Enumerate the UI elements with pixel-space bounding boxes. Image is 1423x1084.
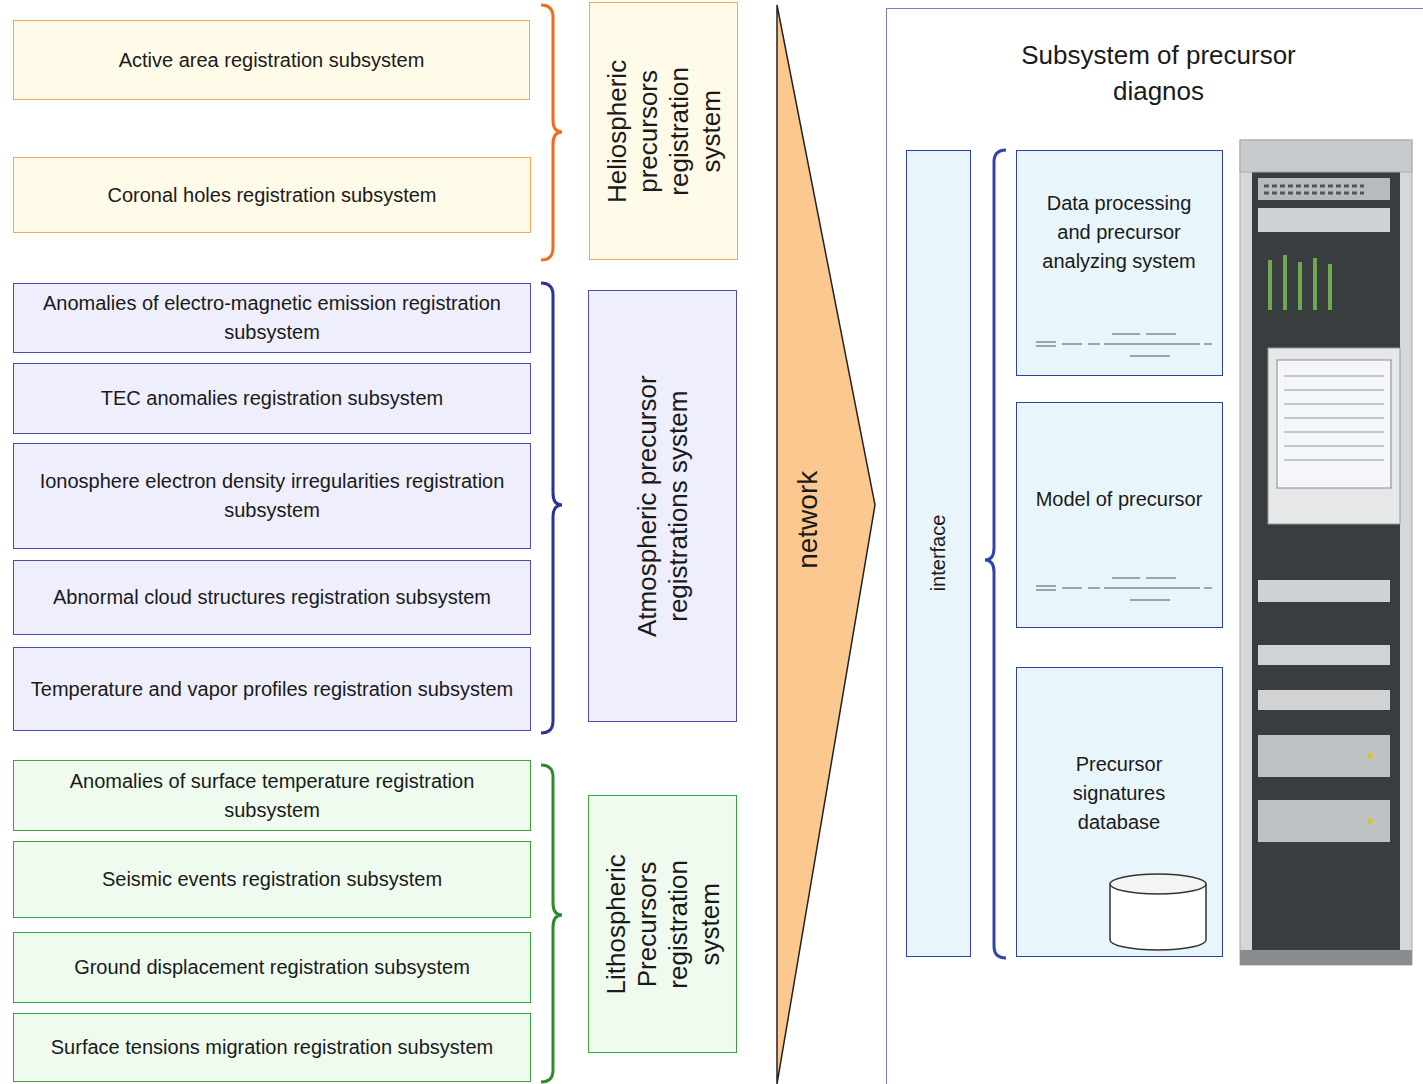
curly-bracket	[541, 765, 562, 1082]
subsystem-box: Temperature and vapor profiles registrat…	[13, 647, 531, 731]
rack-base	[1240, 950, 1412, 965]
node-label: Surface tensions migration registration …	[25, 1033, 519, 1062]
rack-interior	[1252, 172, 1400, 950]
subsystem-box: Model of precursor	[1016, 402, 1223, 628]
brackets	[541, 5, 1006, 1082]
ups-unit	[1258, 735, 1390, 777]
screen-lines	[1284, 376, 1384, 460]
system-box: Atmospheric precursor registrations syst…	[588, 290, 737, 722]
curly-bracket	[541, 5, 562, 260]
fraction-bar	[1104, 344, 1200, 345]
switch-ports	[1264, 186, 1364, 193]
subsystem-box: Ionosphere electron density irregulariti…	[13, 443, 531, 549]
fraction-bar	[1104, 588, 1200, 589]
node-label: Lithospheric Precursors registration sys…	[600, 839, 725, 1009]
subsystem-box: Data processing and precursor analyzing …	[1016, 150, 1223, 376]
formula-sketch	[1036, 334, 1212, 600]
system-box: interface	[906, 150, 971, 957]
node-label: interface	[926, 403, 950, 703]
node-label: Coronal holes registration subsystem	[25, 181, 519, 210]
database-icon	[1110, 874, 1206, 950]
system-box: Heliospheric precursors registration sys…	[589, 2, 738, 260]
server-unit	[1258, 690, 1390, 710]
node-label: Heliospheric precursors registration sys…	[601, 46, 726, 216]
subsystem-box: TEC anomalies registration subsystem	[13, 363, 531, 434]
keyboard-tray	[1258, 580, 1390, 602]
monitor-screen	[1277, 360, 1391, 488]
formula-mark	[1112, 334, 1212, 356]
network-arrow: network	[770, 0, 882, 1084]
cylinder-body	[1110, 884, 1206, 950]
network-switch	[1258, 178, 1390, 200]
node-label: Anomalies of surface temperature registr…	[25, 767, 519, 825]
node-label: TEC anomalies registration subsystem	[25, 384, 519, 413]
subsystem-box: Ground displacement registration subsyst…	[13, 932, 531, 1003]
arrow-outline	[770, 0, 882, 1084]
cylinder-top	[1110, 874, 1206, 894]
system-box: Lithospheric Precursors registration sys…	[588, 795, 737, 1053]
monitor	[1268, 348, 1400, 524]
subsystem-panel: Subsystem of precursor diagnos interface D…	[886, 8, 1423, 1084]
subsystem-box: Precursor signatures database	[1016, 667, 1223, 957]
led	[1367, 818, 1373, 824]
node-label: Ionosphere electron density irregulariti…	[25, 467, 519, 525]
led	[1367, 753, 1373, 759]
arrow-shape	[777, 5, 875, 1084]
node-label: Data processing and precursor analyzing …	[1032, 189, 1207, 276]
formula-mark	[1112, 578, 1212, 600]
subsystem-box: Anomalies of surface temperature registr…	[13, 760, 531, 831]
node-label: Abnormal cloud structures registration s…	[25, 583, 519, 612]
node-label: Active area registration subsystem	[25, 46, 518, 75]
subsystem-box: Abnormal cloud structures registration s…	[13, 560, 531, 635]
node-label: Precursor signatures database	[1032, 750, 1207, 837]
formula-mark	[1036, 342, 1100, 346]
curly-bracket	[985, 150, 1006, 958]
rack-cabinet	[1240, 140, 1412, 965]
subsystem-box: Seismic events registration subsystem	[13, 841, 531, 918]
subsystem-box: Surface tensions migration registration …	[13, 1013, 531, 1082]
server-rack-picture	[1240, 140, 1412, 965]
curly-bracket	[541, 283, 562, 733]
cables	[1270, 255, 1330, 310]
node-label: Ground displacement registration subsyst…	[25, 953, 519, 982]
panel-title: Subsystem of precursor diagnos	[989, 37, 1329, 110]
node-label: Anomalies of electro-magnetic emission r…	[25, 289, 519, 347]
subsystem-box: Anomalies of electro-magnetic emission r…	[13, 283, 531, 353]
subsystem-box: Active area registration subsystem	[13, 20, 530, 100]
node-label: network	[791, 471, 825, 569]
formula-mark	[1036, 586, 1100, 590]
patch-panel	[1258, 208, 1390, 232]
ups-unit	[1258, 800, 1390, 842]
node-label: Atmospheric precursor registrations syst…	[631, 351, 693, 661]
subsystem-box: Coronal holes registration subsystem	[13, 157, 531, 233]
node-label: Temperature and vapor profiles registrat…	[25, 675, 519, 704]
node-label: Seismic events registration subsystem	[25, 865, 519, 894]
server-unit	[1258, 645, 1390, 665]
node-label: Model of precursor	[1032, 485, 1207, 514]
rack-top	[1240, 140, 1412, 172]
